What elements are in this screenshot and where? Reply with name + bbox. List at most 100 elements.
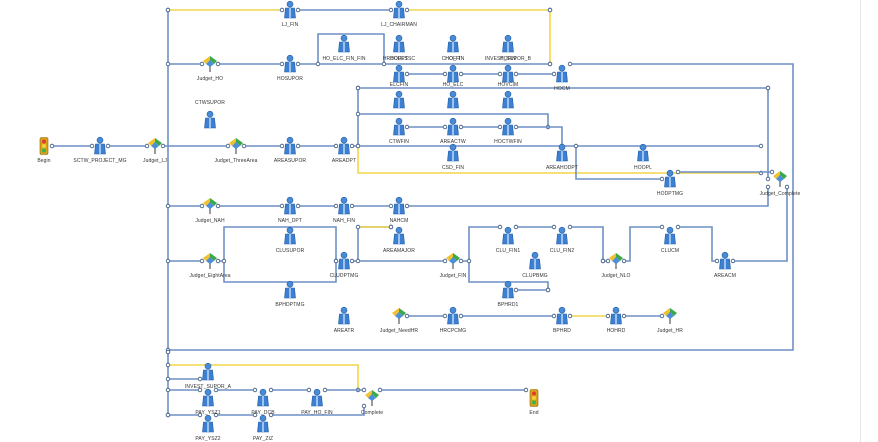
nah-dpt-role-icon[interactable] xyxy=(280,196,300,216)
bphrd1-role-icon[interactable] xyxy=(498,280,518,300)
ctwfin-role-icon[interactable] xyxy=(389,117,409,137)
link-endpoint-dot[interactable] xyxy=(49,143,55,149)
pay-ysz2-role-icon[interactable] xyxy=(198,414,218,434)
link-endpoint-dot[interactable] xyxy=(659,313,665,319)
hosupor-role-icon[interactable] xyxy=(280,54,300,74)
hrdofessc-role-icon[interactable] xyxy=(389,34,409,54)
ho-elc-role-icon[interactable] xyxy=(443,90,463,110)
judget-nah-decision-icon[interactable] xyxy=(200,196,220,216)
complete-decision-icon[interactable] xyxy=(362,388,382,408)
areamajor-role-icon[interactable] xyxy=(389,226,409,246)
link-endpoint-dot[interactable] xyxy=(355,111,361,117)
link-endpoint-dot[interactable] xyxy=(355,224,361,230)
link-endpoint-dot[interactable] xyxy=(784,184,790,190)
link-endpoint-dot[interactable] xyxy=(659,176,665,182)
judget-complete-decision-icon[interactable] xyxy=(770,169,790,189)
link-endpoint-dot[interactable] xyxy=(295,143,301,149)
link-endpoint-dot[interactable] xyxy=(551,224,557,230)
link-endpoint-dot[interactable] xyxy=(165,203,171,209)
link-endpoint-dot[interactable] xyxy=(315,61,321,67)
invest-supor-a-role-icon[interactable] xyxy=(198,362,218,382)
link-endpoint-dot[interactable] xyxy=(567,313,573,319)
judget-eightarea-decision-icon[interactable] xyxy=(200,251,220,271)
link-endpoint-dot[interactable] xyxy=(160,143,166,149)
lj-fin-role-icon[interactable] xyxy=(280,0,300,20)
hrcpcmg-role-icon[interactable] xyxy=(443,306,463,326)
clu-fin1-role-icon[interactable] xyxy=(498,226,518,246)
link-endpoint-dot[interactable] xyxy=(199,203,205,209)
link-endpoint-dot[interactable] xyxy=(765,184,771,190)
clusupor-role-icon[interactable] xyxy=(280,226,300,246)
sctw-project-mg-role-icon[interactable] xyxy=(90,136,110,156)
link-endpoint-dot[interactable] xyxy=(458,313,464,319)
pay-ysz1-role-icon[interactable] xyxy=(198,388,218,408)
link-endpoint-dot[interactable] xyxy=(547,61,553,67)
link-endpoint-dot[interactable] xyxy=(349,258,355,264)
nahcm-role-icon[interactable] xyxy=(389,196,409,216)
link-endpoint-dot[interactable] xyxy=(675,224,681,230)
areactw-role-icon[interactable] xyxy=(443,117,463,137)
link-endpoint-dot[interactable] xyxy=(322,387,328,393)
link-endpoint-dot[interactable] xyxy=(404,124,410,130)
link-endpoint-dot[interactable] xyxy=(758,143,764,149)
link-endpoint-dot[interactable] xyxy=(404,313,410,319)
hofin-role-icon[interactable] xyxy=(498,64,518,84)
judget-ho-decision-icon[interactable] xyxy=(200,54,220,74)
link-endpoint-dot[interactable] xyxy=(268,412,274,418)
areacm-role-icon[interactable] xyxy=(715,251,735,271)
ho-elc-fin-fin-role-icon[interactable] xyxy=(334,34,354,54)
link-endpoint-dot[interactable] xyxy=(165,7,171,13)
link-endpoint-dot[interactable] xyxy=(215,61,221,67)
link-endpoint-dot[interactable] xyxy=(388,203,394,209)
link-endpoint-dot[interactable] xyxy=(165,61,171,67)
areadpt-role-icon[interactable] xyxy=(334,136,354,156)
link-endpoint-dot[interactable] xyxy=(268,387,274,393)
areasupor-role-icon[interactable] xyxy=(280,136,300,156)
cludptmg-role-icon[interactable] xyxy=(334,251,354,271)
link-endpoint-dot[interactable] xyxy=(279,143,285,149)
link-endpoint-dot[interactable] xyxy=(567,224,573,230)
areahodpt-role-icon[interactable] xyxy=(552,143,572,163)
link-endpoint-dot[interactable] xyxy=(252,387,258,393)
link-endpoint-dot[interactable] xyxy=(605,313,611,319)
link-endpoint-dot[interactable] xyxy=(545,287,551,293)
link-endpoint-dot[interactable] xyxy=(466,258,472,264)
link-endpoint-dot[interactable] xyxy=(675,169,681,175)
link-endpoint-dot[interactable] xyxy=(769,169,775,175)
link-endpoint-dot[interactable] xyxy=(355,143,361,149)
pay-ho-fin-role-icon[interactable] xyxy=(307,388,327,408)
link-endpoint-dot[interactable] xyxy=(197,387,203,393)
link-endpoint-dot[interactable] xyxy=(458,71,464,77)
link-endpoint-dot[interactable] xyxy=(349,143,355,149)
link-endpoint-dot[interactable] xyxy=(241,143,247,149)
link-endpoint-dot[interactable] xyxy=(513,224,519,230)
link-endpoint-dot[interactable] xyxy=(600,258,606,264)
judget-needhr-decision-icon[interactable] xyxy=(389,306,409,326)
link-endpoint-dot[interactable] xyxy=(621,258,627,264)
link-endpoint-dot[interactable] xyxy=(497,71,503,77)
link-endpoint-dot[interactable] xyxy=(279,61,285,67)
link-endpoint-dot[interactable] xyxy=(165,258,171,264)
begin-signal-icon[interactable] xyxy=(34,136,54,156)
link-endpoint-dot[interactable] xyxy=(197,412,203,418)
link-endpoint-dot[interactable] xyxy=(765,176,771,182)
hodpt-role-icon[interactable] xyxy=(389,64,409,84)
link-endpoint-dot[interactable] xyxy=(659,224,665,230)
link-endpoint-dot[interactable] xyxy=(279,7,285,13)
link-endpoint-dot[interactable] xyxy=(333,203,339,209)
invest-supor-b-role-icon[interactable] xyxy=(498,34,518,54)
pay-ziz-role-icon[interactable] xyxy=(253,414,273,434)
link-endpoint-dot[interactable] xyxy=(213,412,219,418)
link-endpoint-dot[interactable] xyxy=(442,313,448,319)
link-endpoint-dot[interactable] xyxy=(513,71,519,77)
link-endpoint-dot[interactable] xyxy=(497,124,503,130)
link-endpoint-dot[interactable] xyxy=(458,258,464,264)
link-endpoint-dot[interactable] xyxy=(165,376,171,382)
link-endpoint-dot[interactable] xyxy=(199,61,205,67)
link-endpoint-dot[interactable] xyxy=(573,143,579,149)
clu-fin2-role-icon[interactable] xyxy=(552,226,572,246)
clucm-role-icon[interactable] xyxy=(660,226,680,246)
link-endpoint-dot[interactable] xyxy=(252,412,258,418)
link-endpoint-dot[interactable] xyxy=(551,313,557,319)
link-endpoint-dot[interactable] xyxy=(404,203,410,209)
